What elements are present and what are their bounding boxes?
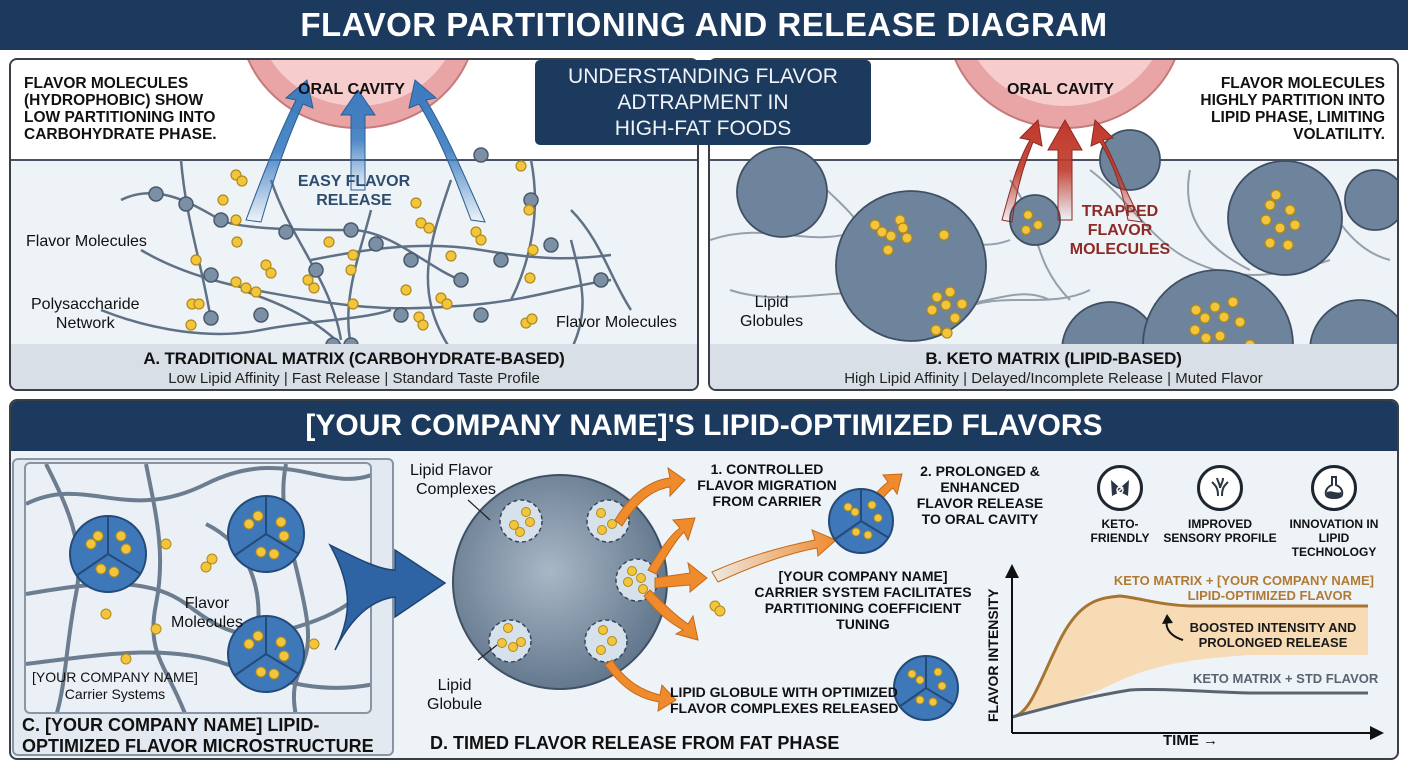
label-line: Molecules (171, 614, 244, 631)
network-line: Polysaccharide (31, 296, 140, 313)
chart-x-axis-label: TIME → (1163, 732, 1218, 749)
trapped-line: TRAPPED FLAVOR (1081, 203, 1159, 239)
carbohydrate-network-illustration (100, 60, 633, 353)
label-line: TO ORAL CAVITY (921, 511, 1039, 527)
carrier-systems-label: [YOUR COMPANY NAME] Carrier Systems (32, 669, 198, 703)
feature-label: KETO-FRIENDLY (1090, 517, 1150, 545)
polysaccharide-network-label: Polysaccharide Network (31, 295, 140, 333)
feature-label: SENSORY PROFILE (1163, 531, 1277, 545)
section-header: [YOUR COMPANY NAME]'S LIPID-OPTIMIZED FL… (11, 401, 1397, 451)
oral-cavity-label-a: ORAL CAVITY (298, 81, 405, 98)
label-line: PARTITIONING COEFFICIENT (764, 600, 962, 616)
trapped-flavor-label: TRAPPED FLAVOR MOLECULES (1050, 202, 1190, 259)
caption-subtitle: Low Lipid Affinity | Fast Release | Stan… (168, 370, 540, 387)
label-line: [YOUR COMPANY NAME] (32, 669, 198, 685)
carrier-system-note: [YOUR COMPANY NAME] CARRIER SYSTEM FACIL… (752, 568, 974, 632)
step1-label: 1. CONTROLLED FLAVOR MIGRATION FROM CARR… (692, 461, 842, 509)
label-line: CARRIER SYSTEM FACILITATES (754, 584, 972, 600)
center-line: HIGH-FAT FOODS (614, 117, 792, 140)
feature-sensory-profile: IMPROVED SENSORY PROFILE (1160, 465, 1280, 545)
keto-icon (1097, 465, 1143, 511)
lipid-flavor-complexes-label: Lipid Flavor Complexes (410, 461, 496, 499)
center-line: ADTRAPMENT IN (617, 91, 789, 114)
panel-b-caption: B. KETO MATRIX (LIPID-BASED) High Lipid … (710, 344, 1397, 389)
optimized-flavor-series-label: KETO MATRIX + [YOUR COMPANY NAME] LIPID-… (1108, 573, 1374, 603)
understanding-box: UNDERSTANDING FLAVOR ADTRAPMENT IN HIGH-… (535, 60, 871, 145)
panel-a-caption: A. TRADITIONAL MATRIX (CARBOHYDRATE-BASE… (11, 344, 697, 389)
panel-c-microstructure: Flavor Molecules [YOUR COMPANY NAME] Car… (24, 462, 372, 714)
feature-lipid-technology: INNOVATION IN LIPID TECHNOLOGY (1276, 465, 1392, 559)
panel-b-note: FLAVOR MOLECULES HIGHLY PARTITION INTO L… (1155, 75, 1385, 143)
feature-label: IMPROVED (1187, 517, 1252, 531)
label-line: Globule (427, 696, 483, 713)
panel-d-caption: D. TIMED FLAVOR RELEASE FROM FAT PHASE (430, 733, 840, 753)
lipid-globules-label: Lipid Globules (740, 293, 803, 331)
label-line: Lipid (437, 677, 472, 694)
release-line: RELEASE (316, 192, 392, 209)
lipid-globule-label: Lipid Globule (427, 676, 482, 714)
label-line: LIPID-OPTIMIZED FLAVOR (1187, 588, 1352, 603)
label-line: PROLONGED RELEASE (1198, 635, 1348, 650)
label-line: FLAVOR RELEASE (916, 495, 1044, 511)
note-line: LOW PARTITIONING INTO (24, 109, 216, 126)
easy-release-label: EASY FLAVOR RELEASE (294, 172, 414, 210)
note-line: HIGHLY PARTITION INTO (1200, 92, 1385, 109)
page-title: FLAVOR PARTITIONING AND RELEASE DIAGRAM (0, 0, 1408, 50)
label-line: 2. PROLONGED & (920, 463, 1040, 479)
carrier-microstructure-illustration (26, 464, 370, 712)
label-line: KETO MATRIX + [YOUR COMPANY NAME] (1113, 573, 1374, 588)
panel-a-note: FLAVOR MOLECULES (HYDROPHOBIC) SHOW LOW … (24, 75, 254, 143)
label-line: Lipid Flavor (410, 462, 493, 479)
boosted-intensity-annotation: BOOSTED INTENSITY AND PROLONGED RELEASE (1183, 620, 1363, 650)
globules-line: Lipid (754, 294, 789, 311)
released-complexes-label: LIPID GLOBULE WITH OPTIMIZED FLAVOR COMP… (670, 684, 898, 716)
note-line: LIPID PHASE, LIMITING (1211, 109, 1385, 126)
label-line: Carrier Systems (64, 686, 166, 702)
sensory-icon (1197, 465, 1243, 511)
note-line: FLAVOR MOLECULES (1220, 75, 1385, 92)
caption-title: A. TRADITIONAL MATRIX (CARBOHYDRATE-BASE… (143, 349, 565, 368)
feature-keto-friendly: KETO-FRIENDLY (1080, 465, 1160, 545)
chart-y-axis-label: FLAVOR INTENSITY (985, 588, 1001, 722)
label-line: TUNING (836, 616, 890, 632)
feature-label: INNOVATION IN (1289, 517, 1379, 531)
caption-line: C. [YOUR COMPANY NAME] LIPID- (22, 715, 320, 735)
label-line: BOOSTED INTENSITY AND (1189, 620, 1357, 635)
label-line: FLAVOR MIGRATION (697, 477, 837, 493)
flavor-molecules-label-left: Flavor Molecules (26, 233, 147, 250)
label-line: Flavor (184, 595, 230, 612)
label-line: FLAVOR COMPLEXES RELEASED (670, 700, 899, 716)
center-line: UNDERSTANDING FLAVOR (568, 65, 838, 88)
note-line: CARBOHYDRATE PHASE. (24, 126, 217, 143)
note-line: (HYDROPHOBIC) SHOW (24, 92, 204, 109)
caption-title: B. KETO MATRIX (LIPID-BASED) (925, 349, 1182, 368)
globules-line: Globules (740, 313, 804, 330)
label-line: ENHANCED (940, 479, 1020, 495)
label-line: Complexes (416, 481, 497, 498)
flavor-molecules-label-right: Flavor Molecules (556, 314, 677, 331)
step2-label: 2. PROLONGED & ENHANCED FLAVOR RELEASE T… (915, 463, 1045, 527)
note-line: FLAVOR MOLECULES (24, 75, 189, 92)
flask-icon (1311, 465, 1357, 511)
release-line: EASY FLAVOR (297, 173, 411, 190)
trapped-line: MOLECULES (1069, 241, 1171, 258)
caption-line: OPTIMIZED FLAVOR MICROSTRUCTURE (22, 736, 374, 756)
label-line: [YOUR COMPANY NAME] (778, 568, 948, 584)
panel-c-caption: C. [YOUR COMPANY NAME] LIPID- OPTIMIZED … (22, 715, 374, 757)
std-flavor-series-label: KETO MATRIX + STD FLAVOR (1193, 671, 1379, 686)
flavor-molecules-label-c: Flavor Molecules (171, 594, 243, 632)
feature-label: LIPID TECHNOLOGY (1291, 531, 1377, 559)
network-line: Network (55, 315, 115, 332)
note-line: VOLATILITY. (1293, 126, 1385, 143)
label-line: 1. CONTROLLED (710, 461, 824, 477)
label-line: FROM CARRIER (712, 493, 822, 509)
label-line: LIPID GLOBULE WITH OPTIMIZED (670, 684, 898, 700)
oral-cavity-label-b: ORAL CAVITY (1007, 81, 1114, 98)
caption-subtitle: High Lipid Affinity | Delayed/Incomplete… (844, 370, 1263, 387)
